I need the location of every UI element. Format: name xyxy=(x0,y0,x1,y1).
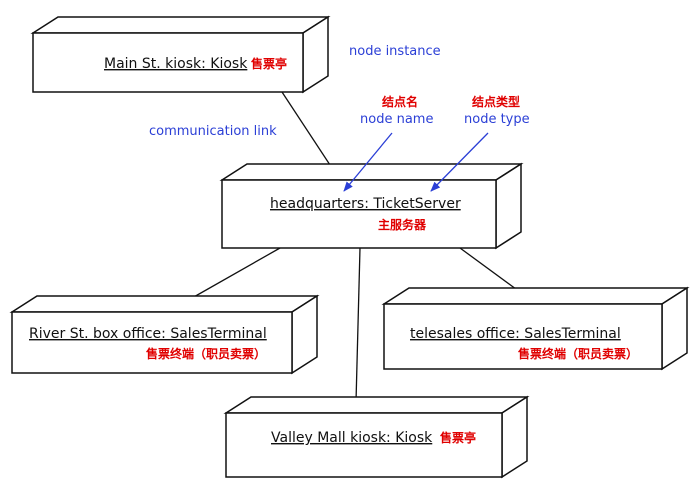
node-name-cn-annotation: 结点名 xyxy=(382,94,418,109)
node-telesales-office xyxy=(381,286,690,371)
node-front-face xyxy=(225,412,503,478)
node-top-face xyxy=(9,295,320,313)
node-river-st-box-office xyxy=(9,294,320,375)
node-main-st-kiosk xyxy=(30,15,331,94)
node-front-face xyxy=(383,303,663,370)
node-label: telesales office: SalesTerminal xyxy=(410,326,621,342)
node-instance-annotation: node instance xyxy=(349,44,441,59)
node-label: headquarters: TicketServer xyxy=(270,196,461,212)
node-front-face xyxy=(32,32,304,93)
node-front-face xyxy=(221,179,497,249)
node-type-cn-label: 售票亭 xyxy=(251,56,287,71)
node-front-face xyxy=(11,311,293,374)
node-type-annotation: node type xyxy=(464,112,530,127)
node-label: Main St. kiosk: Kiosk xyxy=(104,56,248,72)
link-headquarters-telesales xyxy=(459,247,521,293)
communication-link-annotation: communication link xyxy=(149,124,277,139)
communication-links xyxy=(184,91,521,403)
node-name-annotation: node name xyxy=(360,112,433,127)
node-type-cn-label: 售票亭 xyxy=(440,430,476,445)
link-headquarters-riverst xyxy=(184,247,281,303)
node-valley-mall-kiosk xyxy=(223,395,530,479)
node-type-cn-label: 售票终端（职员卖票） xyxy=(518,346,638,361)
node-type-cn-label: 主服务器 xyxy=(378,217,427,232)
node-label: Valley Mall kiosk: Kiosk xyxy=(271,430,433,446)
node-type-cn-label: 售票终端（职员卖票） xyxy=(146,346,266,361)
node-top-face xyxy=(381,287,690,305)
node-top-face xyxy=(30,16,331,34)
node-type-arrow xyxy=(430,132,489,192)
link-mainst-headquarters xyxy=(281,91,333,169)
link-headquarters-valleymall xyxy=(355,247,361,403)
node-top-face xyxy=(223,396,530,414)
node-name-arrow xyxy=(343,132,393,192)
node-type-cn-annotation: 结点类型 xyxy=(472,94,520,109)
node-top-face xyxy=(219,163,524,181)
node-label: River St. box office: SalesTerminal xyxy=(29,326,267,342)
